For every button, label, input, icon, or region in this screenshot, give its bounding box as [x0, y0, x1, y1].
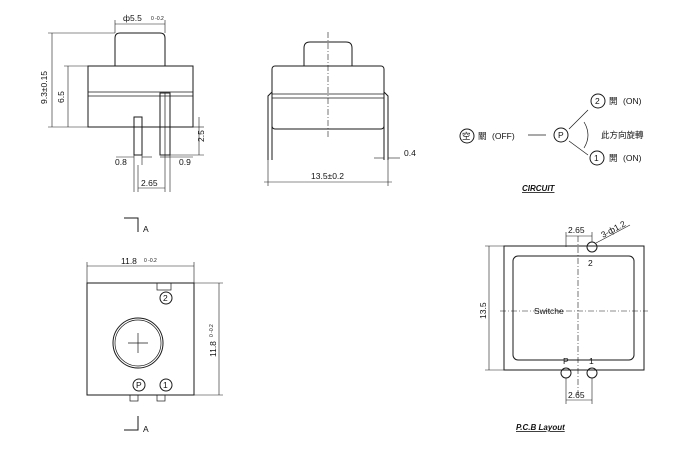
dim-width: 11.8 [121, 256, 137, 266]
front-leg-left [267, 91, 273, 160]
pcb-dim-hole: 3-ф1.2 [599, 218, 627, 239]
pcb-layout: 2 P 1 Switche 2.65 3-ф1.2 13.5 2.65 P.C.… [478, 218, 648, 432]
section-a-bottom: A [143, 424, 149, 434]
dim-body: 6.5 [56, 91, 66, 103]
pcb-title: P.C.B Layout [516, 423, 565, 432]
circuit: 空 關 (OFF) P 2 開 (ON) 此方向旋轉 1 開 (ON) CIRC… [459, 93, 644, 193]
pcb-outer [503, 245, 645, 371]
circuit-node2: 2 [595, 96, 600, 106]
circuit-on-text-2: (ON) [623, 96, 642, 106]
dim-pin-len: 2.5 [196, 130, 206, 142]
dim-pin-right: 0.9 [179, 157, 191, 167]
bottom-pinP: P [136, 380, 142, 390]
circuit-on-text-1: (ON) [623, 153, 642, 163]
bottom-pin2: 2 [163, 293, 168, 303]
circuit-empty: 空 [462, 131, 471, 142]
dim-phi-tol: 0 -0.2 [151, 16, 164, 22]
bottom-body [86, 282, 195, 396]
circuit-on-char-2: 開 [609, 97, 618, 107]
dim-height: 11.8 [208, 341, 218, 357]
circuit-direction: 此方向旋轉 [601, 130, 644, 141]
pcb-dim-top: 2.65 [568, 225, 585, 235]
front-actuator [303, 41, 353, 66]
dim-height-tol: 0 -0.2 [209, 324, 215, 337]
pin-left [133, 116, 143, 156]
circuit-title: CIRCUIT [522, 184, 556, 193]
circuit-off-char: 關 [478, 132, 487, 142]
bottom-view: A A 2 P 1 11.8 0 -0.2 11.8 0 -0.2 [86, 217, 223, 434]
pcb-dim-bottom: 2.65 [568, 390, 585, 400]
front-view: 13.5±0.2 0.4 [264, 32, 416, 186]
actuator-outline [114, 32, 166, 66]
pcb-pin2: 2 [588, 258, 593, 268]
circuit-node1: 1 [594, 153, 599, 163]
knob-circle [112, 317, 164, 369]
front-body [271, 65, 385, 130]
body-outline [87, 65, 194, 128]
pcb-pinP: P [563, 356, 569, 366]
pcb-center-label: Switche [534, 306, 564, 316]
circuit-p: P [558, 130, 564, 140]
dim-pin-left: 0.8 [115, 157, 127, 167]
bottom-pin1: 1 [163, 380, 168, 390]
pcb-pin1: 1 [589, 356, 594, 366]
side-view: ф5.5 0 -0.2 9.3±0.15 6.5 2.5 0.8 0.9 2.6… [39, 13, 206, 192]
front-leg-right [383, 91, 389, 160]
pcb-dim-side: 13.5 [478, 302, 488, 319]
dim-phi: ф5.5 [123, 13, 142, 23]
pcb-inner [512, 255, 635, 361]
circuit-on-char-1: 開 [609, 154, 618, 164]
dim-width-tol: 0 -0.2 [144, 258, 157, 264]
section-a-top: A [143, 224, 149, 234]
circuit-off-text: (OFF) [492, 131, 515, 141]
dim-width: 13.5±0.2 [311, 171, 344, 181]
dim-pitch: 2.65 [141, 178, 158, 188]
dim-height: 9.3±0.15 [39, 71, 49, 104]
dim-pin: 0.4 [404, 148, 416, 158]
